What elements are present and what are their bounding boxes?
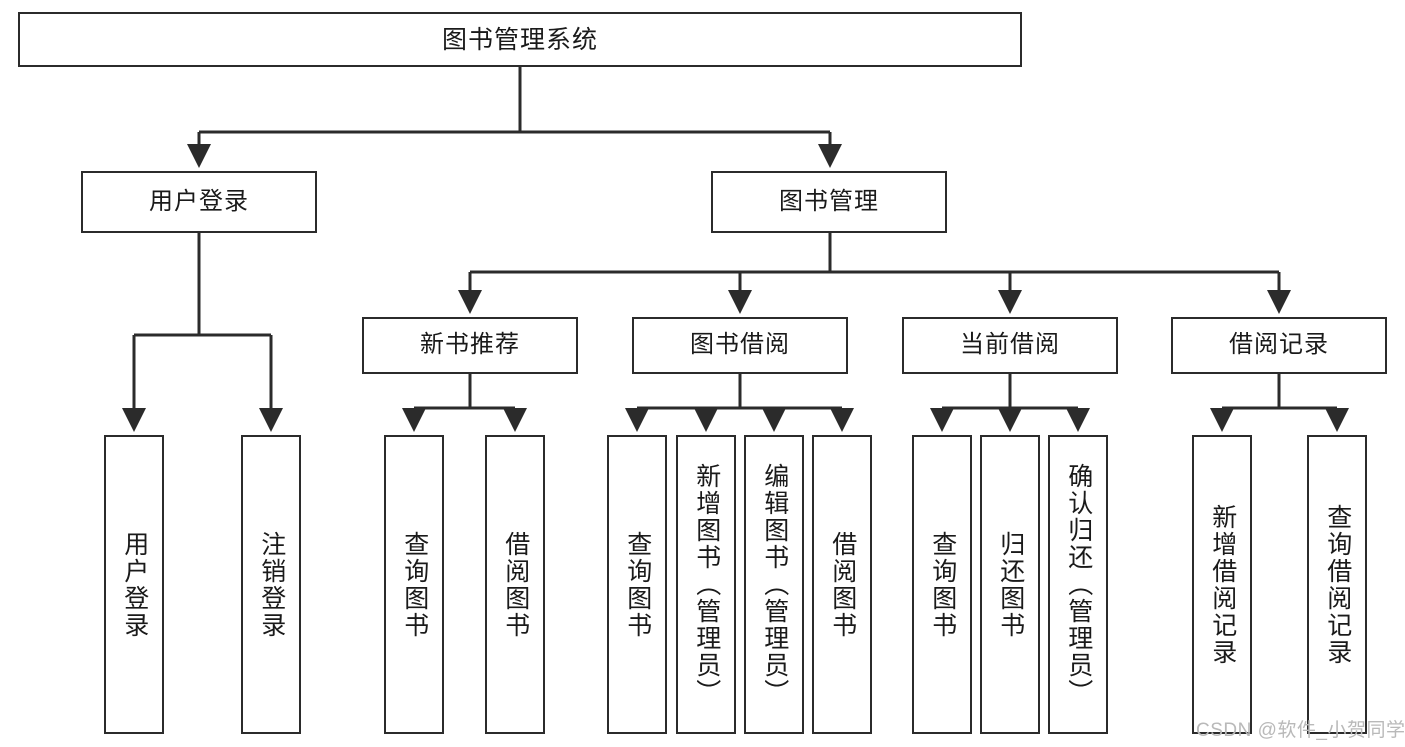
node-leaf-query-book-3-label: 查询图书 (928, 530, 957, 639)
node-root[interactable]: 图书管理系统 (18, 12, 1022, 67)
node-leaf-confirm-return[interactable]: 确认归还（管理员） (1048, 435, 1108, 734)
node-leaf-add-book[interactable]: 新增图书（管理员） (676, 435, 736, 734)
node-leaf-query-book-1-label: 查询图书 (400, 530, 429, 639)
node-leaf-user-login-label: 用户登录 (120, 530, 149, 639)
node-borrow-record[interactable]: 借阅记录 (1171, 317, 1387, 374)
node-leaf-confirm-return-label: 确认归还（管理员） (1064, 463, 1093, 706)
node-leaf-borrow-book-2[interactable]: 借阅图书 (812, 435, 872, 734)
node-leaf-query-book-2-label: 查询图书 (623, 530, 652, 639)
node-current-borrow[interactable]: 当前借阅 (902, 317, 1118, 374)
node-book-borrow[interactable]: 图书借阅 (632, 317, 848, 374)
node-leaf-return-book[interactable]: 归还图书 (980, 435, 1040, 734)
node-leaf-logout-login-label: 注销登录 (257, 530, 286, 639)
node-leaf-user-login[interactable]: 用户登录 (104, 435, 164, 734)
node-user-login[interactable]: 用户登录 (81, 171, 317, 233)
node-leaf-query-book-1[interactable]: 查询图书 (384, 435, 444, 734)
node-new-book-recommend[interactable]: 新书推荐 (362, 317, 578, 374)
node-book-borrow-label: 图书借阅 (690, 331, 790, 359)
node-book-management[interactable]: 图书管理 (711, 171, 947, 233)
node-leaf-query-book-2[interactable]: 查询图书 (607, 435, 667, 734)
node-new-book-recommend-label: 新书推荐 (420, 331, 520, 359)
node-book-management-label: 图书管理 (779, 187, 879, 215)
node-leaf-borrow-book-1[interactable]: 借阅图书 (485, 435, 545, 734)
node-root-label: 图书管理系统 (441, 25, 598, 54)
node-leaf-add-record-label: 新增借阅记录 (1208, 503, 1237, 666)
node-leaf-query-record-label: 查询借阅记录 (1323, 503, 1352, 666)
node-leaf-borrow-book-1-label: 借阅图书 (501, 530, 530, 639)
watermark: CSDN @软件_小贺同学 (1196, 720, 1405, 741)
node-leaf-return-book-label: 归还图书 (996, 530, 1025, 639)
node-current-borrow-label: 当前借阅 (960, 331, 1060, 359)
node-leaf-add-record[interactable]: 新增借阅记录 (1192, 435, 1252, 734)
node-leaf-query-book-3[interactable]: 查询图书 (912, 435, 972, 734)
node-leaf-edit-book-label: 编辑图书（管理员） (760, 463, 789, 706)
node-leaf-query-record[interactable]: 查询借阅记录 (1307, 435, 1367, 734)
node-leaf-logout-login[interactable]: 注销登录 (241, 435, 301, 734)
node-leaf-borrow-book-2-label: 借阅图书 (828, 530, 857, 639)
node-borrow-record-label: 借阅记录 (1229, 331, 1329, 359)
node-leaf-add-book-label: 新增图书（管理员） (692, 463, 721, 706)
node-user-login-label: 用户登录 (149, 187, 249, 215)
node-leaf-edit-book[interactable]: 编辑图书（管理员） (744, 435, 804, 734)
